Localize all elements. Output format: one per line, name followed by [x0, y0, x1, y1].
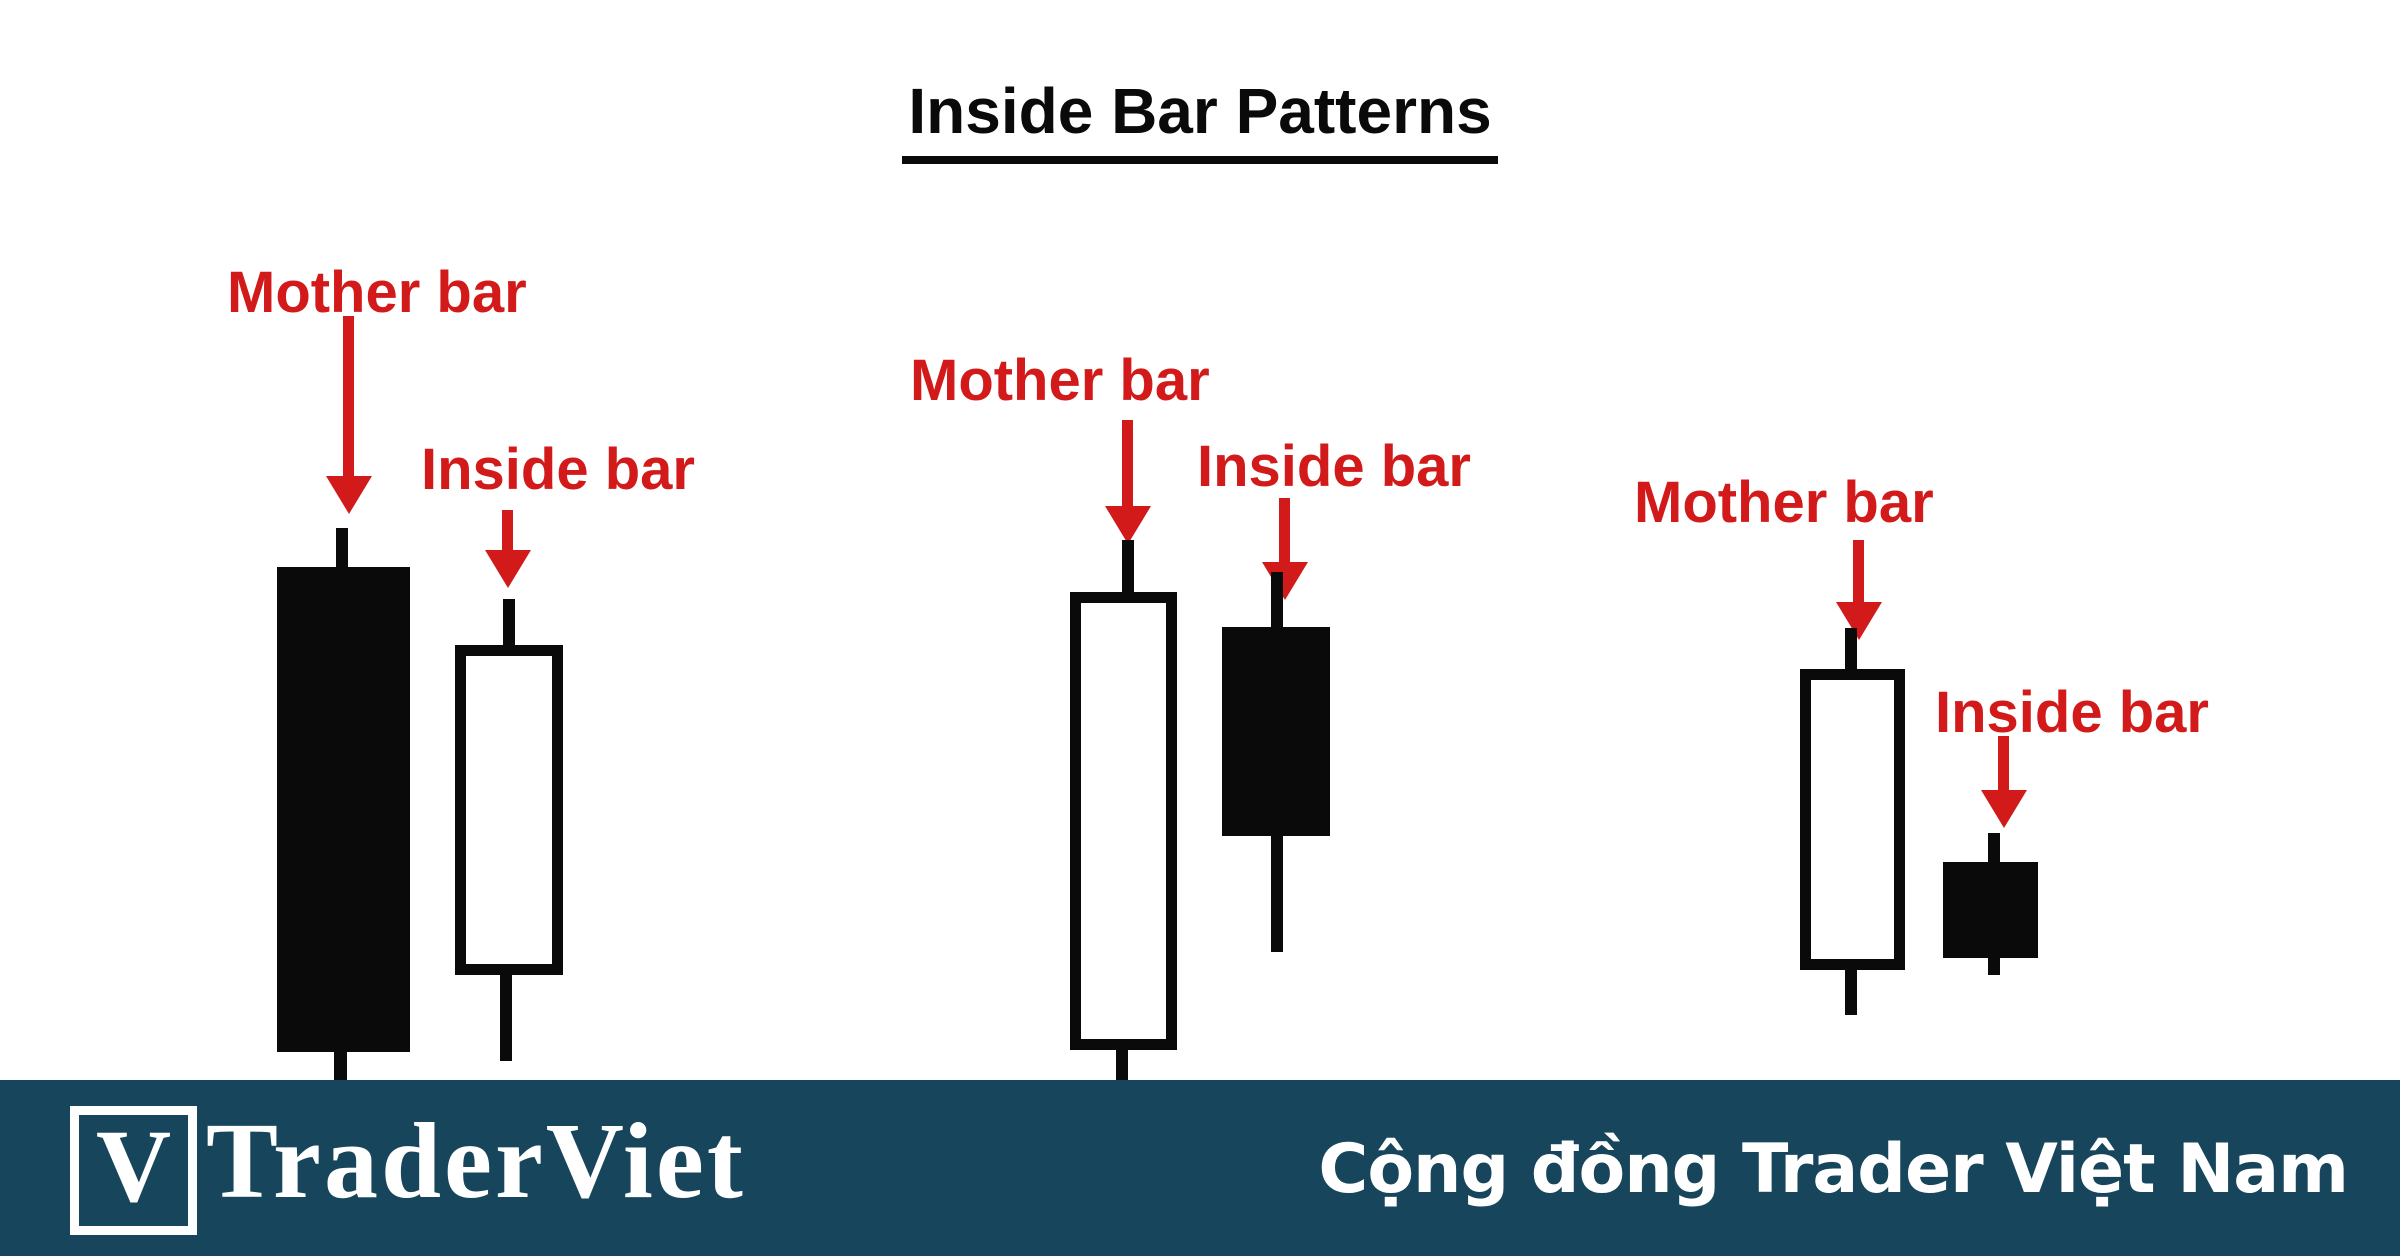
title-wrap: Inside Bar Patterns [0, 74, 2400, 164]
inside-bar-label: Inside bar [421, 437, 695, 502]
mother-bar-label: Mother bar [227, 260, 527, 325]
page-title: Inside Bar Patterns [902, 74, 1498, 164]
mother-bar-label: Mother bar [1634, 470, 1934, 535]
inside-bar-label: Inside bar [1197, 434, 1471, 499]
footer-banner: V TraderViet Cộng đồng Trader Việt Nam [0, 1080, 2400, 1256]
traderviet-logo-icon: V [70, 1106, 197, 1235]
footer-tagline: Cộng đồng Trader Việt Nam [1318, 1130, 2349, 1209]
brand-wordmark: TraderViet [206, 1102, 746, 1221]
logo-letter: V [95, 1108, 172, 1224]
inside-bar-label: Inside bar [1935, 680, 2209, 745]
mother-bar-label: Mother bar [910, 348, 1210, 413]
